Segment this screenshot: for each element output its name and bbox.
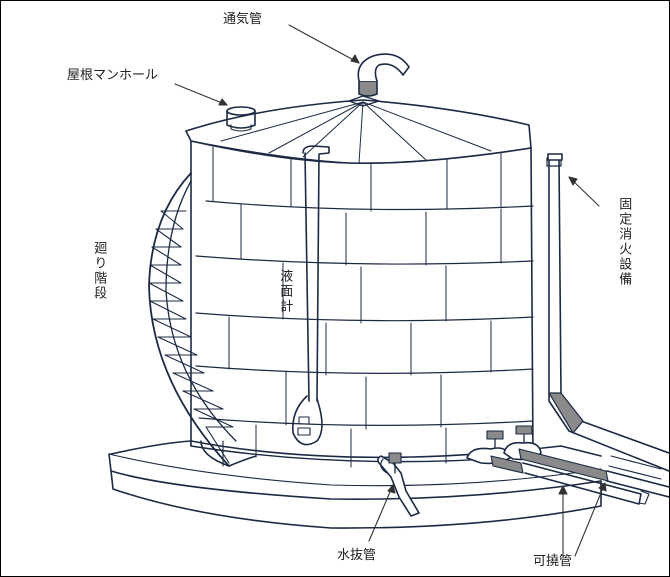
label-drain-pipe: 水抜管 [337,548,377,563]
vent-pipe [357,53,410,97]
roof-manhole [226,106,256,132]
leader-lines [174,24,607,557]
label-spiral-stairs: 廻り階段 [91,241,107,301]
spiral-stairs [148,172,257,467]
label-fixed-fire-equipment: 固定消火設備 [616,197,632,287]
label-vent-pipe: 通気管 [223,12,263,27]
label-flexible-pipe: 可撓管 [533,554,573,569]
flexible-pipes [466,425,669,505]
fire-pipe [546,153,669,472]
label-roof-manhole: 屋根マンホール [67,68,159,83]
level-gauge [291,145,330,446]
tank-body [190,140,534,468]
drain-pipe [377,452,420,517]
label-level-gauge: 液面計 [277,269,293,314]
tank-roof [185,95,532,164]
